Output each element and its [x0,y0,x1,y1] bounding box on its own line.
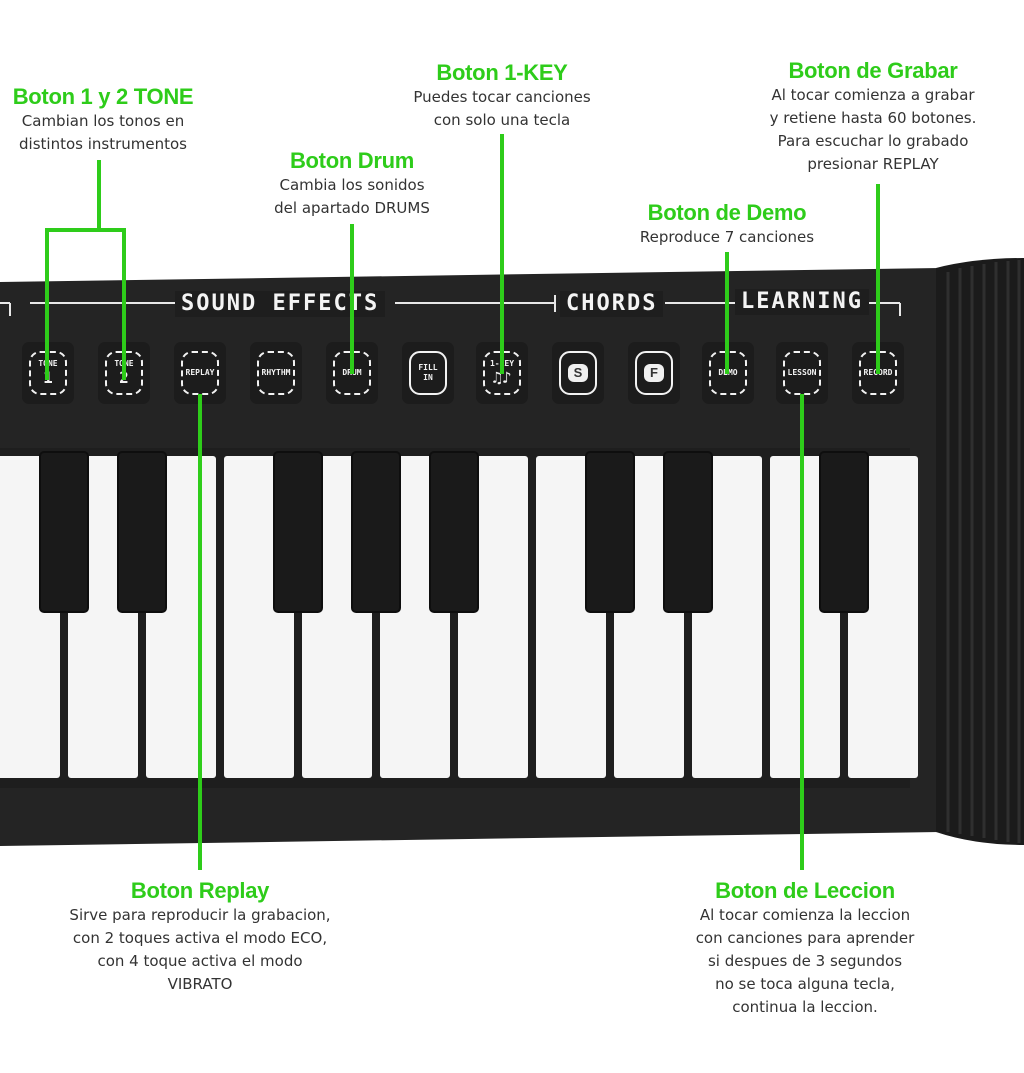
white-key[interactable] [770,456,840,778]
replay-button[interactable]: REPLAY [174,342,226,404]
fill-in-label-bottom: IN [423,373,433,382]
white-key[interactable] [68,456,138,778]
callout-lesson-line-3: si despues de 3 segundos [707,952,903,970]
chord-s-button[interactable]: S [552,342,604,404]
section-label-learning: LEARNING [735,289,869,315]
callout-drum-line-1: Cambia los sonidos [279,176,425,194]
black-key[interactable] [663,451,713,613]
piano-roll-end [936,258,1024,845]
callout-drum: Boton Drum Cambia los sonidos del aparta… [250,148,454,220]
white-key[interactable] [458,456,528,778]
leader-tone-stem [97,160,101,232]
callout-demo: Boton de Demo Reproduce 7 canciones [620,200,834,249]
callout-tone-line-1: Cambian los tonos en [21,112,185,130]
white-key[interactable] [146,456,216,778]
callout-lesson-line-4: no se toca alguna tecla, [715,975,895,993]
callout-one-key-title: Boton 1-KEY [436,60,568,85]
callout-lesson: Boton de Leccion Al tocar comienza la le… [680,878,930,1019]
section-label-chords: CHORDS [560,291,664,317]
callout-replay-line-1: Sirve para reproducir la grabacion, [69,906,331,924]
white-key[interactable] [380,456,450,778]
black-key[interactable] [117,451,167,613]
black-key[interactable] [351,451,401,613]
replay-label: REPLAY [185,368,215,377]
callout-replay-line-3: con 4 toque activa el modo [97,952,303,970]
callout-lesson-line-5: continua la leccion. [732,998,878,1016]
chord-f-label: F [644,364,664,382]
leader-demo [725,252,729,374]
black-key[interactable] [39,451,89,613]
callout-lesson-line-2: con canciones para aprender [695,929,915,947]
callout-demo-line-1: Reproduce 7 canciones [639,228,815,246]
callout-one-key-line-1: Puedes tocar canciones [413,88,591,106]
rhythm-label: RHYTHM [261,368,291,377]
leader-tone-bar [45,228,126,232]
fill-in-label-top: FILL [418,363,438,372]
leader-tone-1 [45,228,49,380]
white-key[interactable] [302,456,372,778]
callout-drum-title: Boton Drum [289,148,415,173]
lesson-button[interactable]: LESSON [776,342,828,404]
black-keys [39,451,869,613]
callout-record-line-1: Al tocar comienza a grabar [771,86,975,104]
callout-record-line-4: presionar REPLAY [807,155,939,173]
callout-one-key: Boton 1-KEY Puedes tocar canciones con s… [396,60,608,132]
leader-drum [350,224,354,374]
callout-replay-line-4: VIBRATO [167,975,233,993]
callout-record-line-3: Para escuchar lo grabado [777,132,969,150]
white-key[interactable] [536,456,606,778]
callout-replay-line-2: con 2 toques activa el modo ECO, [72,929,328,947]
callout-replay-title: Boton Replay [130,878,270,903]
black-key[interactable] [585,451,635,613]
callout-tone: Boton 1 y 2 TONE Cambian los tonos en di… [0,84,206,156]
roll-ridges [946,260,1021,843]
callout-record: Boton de Grabar Al tocar comienza a grab… [762,58,984,176]
leader-replay [198,394,202,870]
white-key[interactable] [0,456,60,778]
white-key[interactable] [848,456,918,778]
leader-record [876,184,880,374]
callout-replay: Boton Replay Sirve para reproducir la gr… [60,878,340,996]
callout-drum-line-2: del apartado DRUMS [274,199,430,217]
black-key[interactable] [273,451,323,613]
black-key[interactable] [819,451,869,613]
black-key[interactable] [429,451,479,613]
chord-f-button[interactable]: F [628,342,680,404]
music-notes-icon: ♫♪ [492,368,512,387]
leader-tone-2 [122,228,126,380]
rhythm-button[interactable]: RHYTHM [250,342,302,404]
callout-record-title: Boton de Grabar [788,58,958,83]
white-key[interactable] [614,456,684,778]
leader-one-key [500,134,504,374]
callout-lesson-line-1: Al tocar comienza la leccion [699,906,911,924]
callout-lesson-title: Boton de Leccion [715,878,895,903]
lesson-label: LESSON [787,368,817,377]
chord-s-label: S [567,364,589,382]
callout-record-line-2: y retiene hasta 60 botones. [769,109,977,127]
leader-lesson [800,394,804,870]
callout-tone-line-2: distintos instrumentos [19,135,187,153]
white-key[interactable] [224,456,294,778]
white-key[interactable] [692,456,762,778]
white-keys [0,456,918,778]
callout-demo-title: Boton de Demo [647,200,807,225]
callout-one-key-line-2: con solo una tecla [433,111,571,129]
callout-tone-title: Boton 1 y 2 TONE [12,84,194,109]
key-bed [0,448,910,788]
